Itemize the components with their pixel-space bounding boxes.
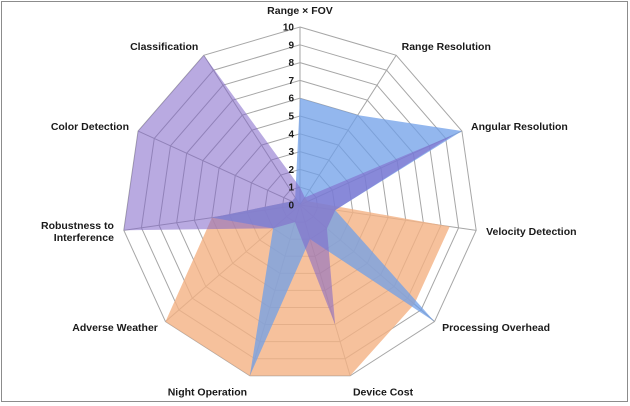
axis-label-2: Angular Resolution	[471, 121, 568, 133]
axis-label-10: Classification	[130, 41, 198, 53]
tick-label-6: 6	[288, 94, 294, 105]
axis-label-4: Processing Overhead	[442, 322, 550, 334]
radar-series-layer	[123, 55, 462, 376]
axis-label-1: Range Resolution	[402, 41, 491, 53]
tick-label-10: 10	[283, 23, 295, 34]
tick-label-5: 5	[288, 112, 294, 123]
axis-label-0: Range × FOV	[267, 5, 333, 17]
tick-label-3: 3	[288, 147, 294, 158]
tick-label-8: 8	[288, 58, 294, 69]
tick-label-0: 0	[288, 201, 294, 212]
tick-label-1: 1	[288, 183, 294, 194]
axis-label-7: Adverse Weather	[72, 322, 158, 334]
series-1-area	[165, 197, 450, 376]
tick-label-7: 7	[288, 76, 294, 87]
axis-label-5: Device Cost	[353, 386, 414, 398]
axis-label-6: Night Operation	[168, 386, 247, 398]
axis-label-3: Velocity Detection	[486, 226, 576, 238]
tick-label-2: 2	[288, 165, 294, 176]
radial-tick-labels: 0 1 2 3 4 5 6 7 8 9 10	[283, 23, 295, 212]
axis-label-9: Color Detection	[51, 121, 129, 133]
series-3-area	[123, 55, 454, 325]
tick-label-9: 9	[288, 40, 294, 51]
tick-label-4: 4	[288, 129, 294, 140]
